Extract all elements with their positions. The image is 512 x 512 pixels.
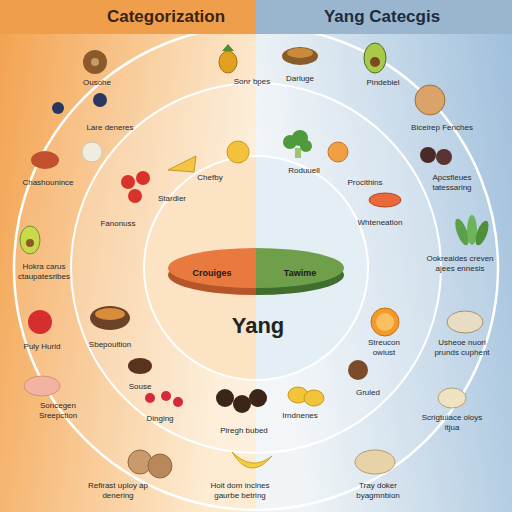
food-label: Roduuell: [281, 166, 327, 176]
tomato: [128, 189, 142, 203]
broccoli-stem: [295, 148, 301, 158]
donut-hole: [91, 58, 99, 66]
bun: [304, 390, 324, 406]
header-title: Yang Catecgis: [272, 7, 492, 27]
orange-slice-inner: [376, 313, 394, 331]
food-label: Fanonuss: [93, 219, 143, 229]
food-label: Biceirep Fenches: [403, 123, 481, 133]
food-label: Ousohe: [69, 78, 125, 88]
inner-circle-right: [256, 156, 368, 380]
onion: [415, 85, 445, 115]
spice-dish: [282, 47, 318, 65]
bread: [355, 450, 395, 474]
banana: [232, 452, 272, 468]
food-label: Puly Hurid: [14, 342, 70, 352]
spice: [287, 48, 313, 58]
food-label: Dinging: [140, 414, 180, 424]
pineapple: [219, 51, 237, 73]
bowl: [90, 306, 130, 330]
bowl-food: [95, 308, 125, 320]
plum: [420, 147, 436, 163]
food-label: Sbepoultion: [81, 340, 139, 350]
orange-slice: [371, 308, 399, 336]
food-label: Hokra carus ctaupatesribes: [8, 262, 80, 281]
cake: [438, 388, 466, 408]
strawberry: [145, 393, 155, 403]
tomato: [136, 171, 150, 185]
food-label: Souse: [120, 382, 160, 392]
tomato: [121, 175, 135, 189]
food-label: Procithins: [340, 178, 390, 188]
food-label: Scrigtuiace oloys itjua: [419, 413, 485, 432]
food-label: Lare deneres: [78, 123, 142, 133]
greens: [467, 215, 477, 245]
middle-ring: [71, 83, 441, 453]
cookie: [249, 389, 267, 407]
food-label: Refirast uploy ap denering: [82, 481, 154, 500]
avocado-seed: [370, 57, 380, 67]
meat: [31, 151, 59, 169]
inner-circle-left: [144, 156, 256, 380]
disk-label: Tawime: [284, 258, 316, 278]
blueberry: [52, 102, 64, 114]
food-label: Hoit dom inclnes gaurbe betring: [199, 481, 281, 500]
food-label: Whteneation: [350, 218, 410, 228]
strawberry: [173, 397, 183, 407]
cookie: [233, 395, 251, 413]
food-label: Usheoe nuori prunds cuphent: [428, 338, 496, 357]
title: Categorization: [56, 7, 276, 27]
apple: [28, 310, 52, 334]
chocolate: [128, 358, 152, 374]
shrimp: [369, 193, 401, 207]
donut: [83, 50, 107, 74]
broccoli: [300, 140, 312, 152]
food-label: Darluge: [277, 74, 323, 84]
disk-label: Crouiges: [192, 258, 231, 278]
cheese: [168, 156, 196, 172]
plum: [436, 149, 452, 165]
food-label: Sonr bpes: [224, 77, 280, 87]
inner-ring: [144, 156, 368, 380]
peach: [328, 142, 348, 162]
food-label: Stardler: [152, 194, 192, 204]
food-label: Ookreaides creven ajees ennesis: [425, 254, 495, 273]
food-label: Chefby: [190, 173, 230, 183]
food-label: Chashounince: [17, 178, 79, 188]
food-label: Apcsfleues tatessaring: [419, 173, 485, 192]
avocado-half: [364, 43, 386, 73]
bowl: [447, 311, 483, 333]
pineapple-leaves: [222, 44, 234, 51]
header-right: [256, 0, 512, 34]
strawberry: [161, 391, 171, 401]
cookie: [348, 360, 368, 380]
onion: [148, 454, 172, 478]
pasta: [227, 141, 249, 163]
greens: [473, 219, 491, 247]
salmon: [24, 376, 60, 396]
food-label: Piregh bubed: [213, 426, 275, 436]
cookie: [216, 389, 234, 407]
food-label: Pindebiel: [358, 78, 408, 88]
food-label: Soncegen Sreepction: [26, 401, 90, 420]
food-label: Gruled: [348, 388, 388, 398]
avocado-seed: [26, 239, 34, 247]
blueberry: [93, 93, 107, 107]
food-label: Streucon owiust: [356, 338, 412, 357]
outer-ring: [14, 26, 498, 510]
garlic: [82, 142, 102, 162]
center-title: Yang: [213, 313, 303, 339]
food-label: Tray doker byagmnbion: [342, 481, 414, 500]
avocado: [20, 226, 40, 254]
food-label: Irndnenes: [276, 411, 324, 421]
